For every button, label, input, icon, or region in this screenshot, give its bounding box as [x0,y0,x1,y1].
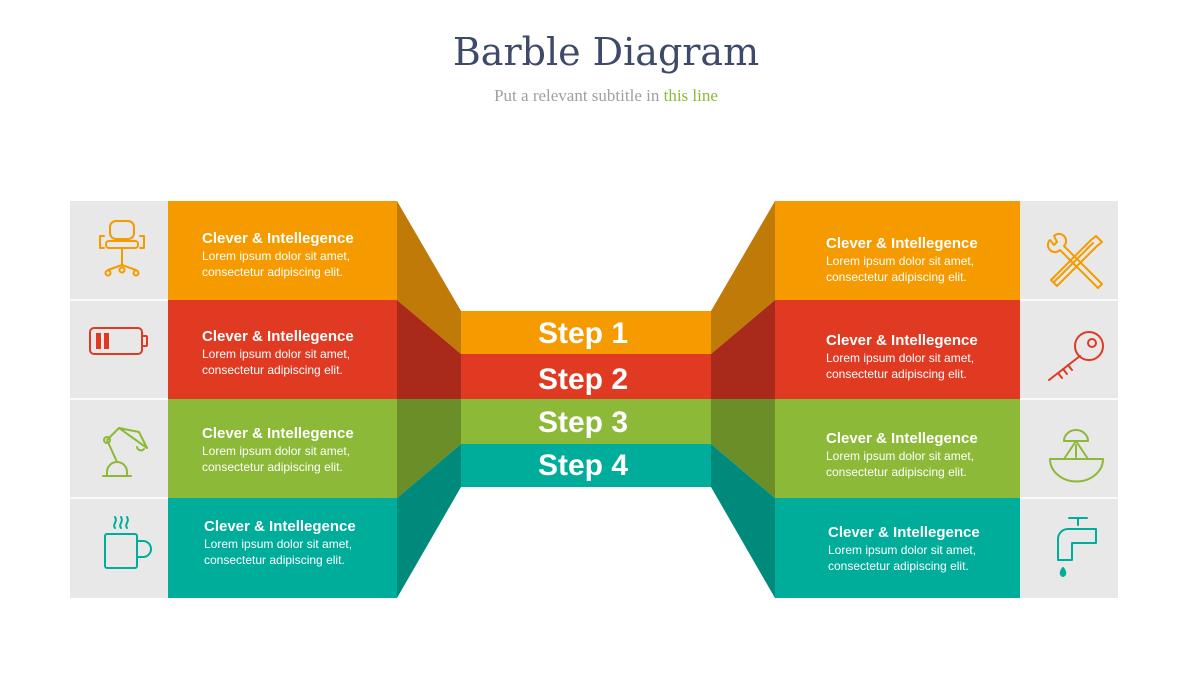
left-card-2: Clever & Intellegence Lorem ipsum dolor … [202,327,354,378]
right-card-2: Clever & Intellegence Lorem ipsum dolor … [826,331,978,382]
right-block-1 [775,201,1020,300]
left-card-2-title: Clever & Intellegence [202,328,354,345]
left-card-4-title: Clever & Intellegence [204,518,356,535]
right-face-1 [711,201,775,354]
left-card-1-line2: consectetur adipiscing elit. [202,265,343,279]
left-block-3 [168,399,397,498]
office-chair-icon [99,220,145,277]
left-card-4-line2: consectetur adipiscing elit. [204,553,345,567]
page-subtitle: Put a relevant subtitle in this line [0,86,1200,106]
right-card-2-line1: Lorem ipsum dolor sit amet, [826,351,975,365]
page-title: Barble Diagram [452,30,760,74]
right-card-2-title: Clever & Intellegence [826,332,978,349]
left-block-2 [168,300,397,399]
right-card-3-title: Clever & Intellegence [826,430,978,447]
tools-icon [1046,232,1103,289]
right-card-4-title: Clever & Intellegence [828,524,980,541]
right-card-3: Clever & Intellegence Lorem ipsum dolor … [826,429,978,480]
right-card-4-line2: consectetur adipiscing elit. [828,559,969,573]
left-card-1: Clever & Intellegence Lorem ipsum dolor … [202,229,354,280]
left-card-4: Clever & Intellegence Lorem ipsum dolor … [204,517,356,568]
left-card-3-line1: Lorem ipsum dolor sit amet, [202,444,351,458]
left-face-2 [397,300,461,399]
right-block-2 [775,300,1020,399]
right-card-4: Clever & Intellegence Lorem ipsum dolor … [828,523,980,574]
panel-dividers [70,299,1118,499]
water-tap-icon [1057,517,1097,577]
key-icon [1048,331,1104,381]
right-face-4 [711,444,775,598]
center-bar-2 [461,354,711,399]
step-1-label: Step 1 [538,317,628,350]
juicer-icon [1049,429,1104,483]
step-4-label: Step 4 [538,449,628,482]
center-bar-1 [461,311,711,354]
left-card-2-line1: Lorem ipsum dolor sit amet, [202,347,351,361]
left-card-3-title: Clever & Intellegence [202,425,354,442]
right-block-4 [775,498,1020,598]
left-card-2-line2: consectetur adipiscing elit. [202,363,343,377]
left-card-1-title: Clever & Intellegence [202,230,354,247]
right-block-3 [775,399,1020,498]
left-card-4-line1: Lorem ipsum dolor sit amet, [204,537,353,551]
right-card-3-line2: consectetur adipiscing elit. [826,465,967,479]
right-card-1-line2: consectetur adipiscing elit. [826,270,967,284]
right-card-4-line1: Lorem ipsum dolor sit amet, [828,543,977,557]
left-face-4 [397,444,461,598]
right-card-1-line1: Lorem ipsum dolor sit amet, [826,254,975,268]
left-face-1 [397,201,461,354]
center-bar-3 [461,399,711,444]
right-card-1: Clever & Intellegence Lorem ipsum dolor … [826,234,978,285]
battery-icon [89,327,148,355]
left-card-3: Clever & Intellegence Lorem ipsum dolor … [202,424,354,475]
subtitle-highlight: this line [663,86,718,105]
left-card-1-line1: Lorem ipsum dolor sit amet, [202,249,351,263]
center-bar-4 [461,444,711,487]
right-card-3-line1: Lorem ipsum dolor sit amet, [826,449,975,463]
step-2-label: Step 2 [538,363,628,396]
left-block-4 [168,498,397,598]
subtitle-text: Put a relevant subtitle in [494,86,664,105]
desk-lamp-icon [102,427,148,477]
left-face-3 [397,399,461,498]
right-card-2-line2: consectetur adipiscing elit. [826,367,967,381]
step-3-label: Step 3 [538,406,628,439]
right-face-3 [711,399,775,498]
coffee-mug-icon [104,516,152,569]
left-block-1 [168,201,397,300]
right-face-2 [711,300,775,399]
right-card-1-title: Clever & Intellegence [826,235,978,252]
left-card-3-line2: consectetur adipiscing elit. [202,460,343,474]
